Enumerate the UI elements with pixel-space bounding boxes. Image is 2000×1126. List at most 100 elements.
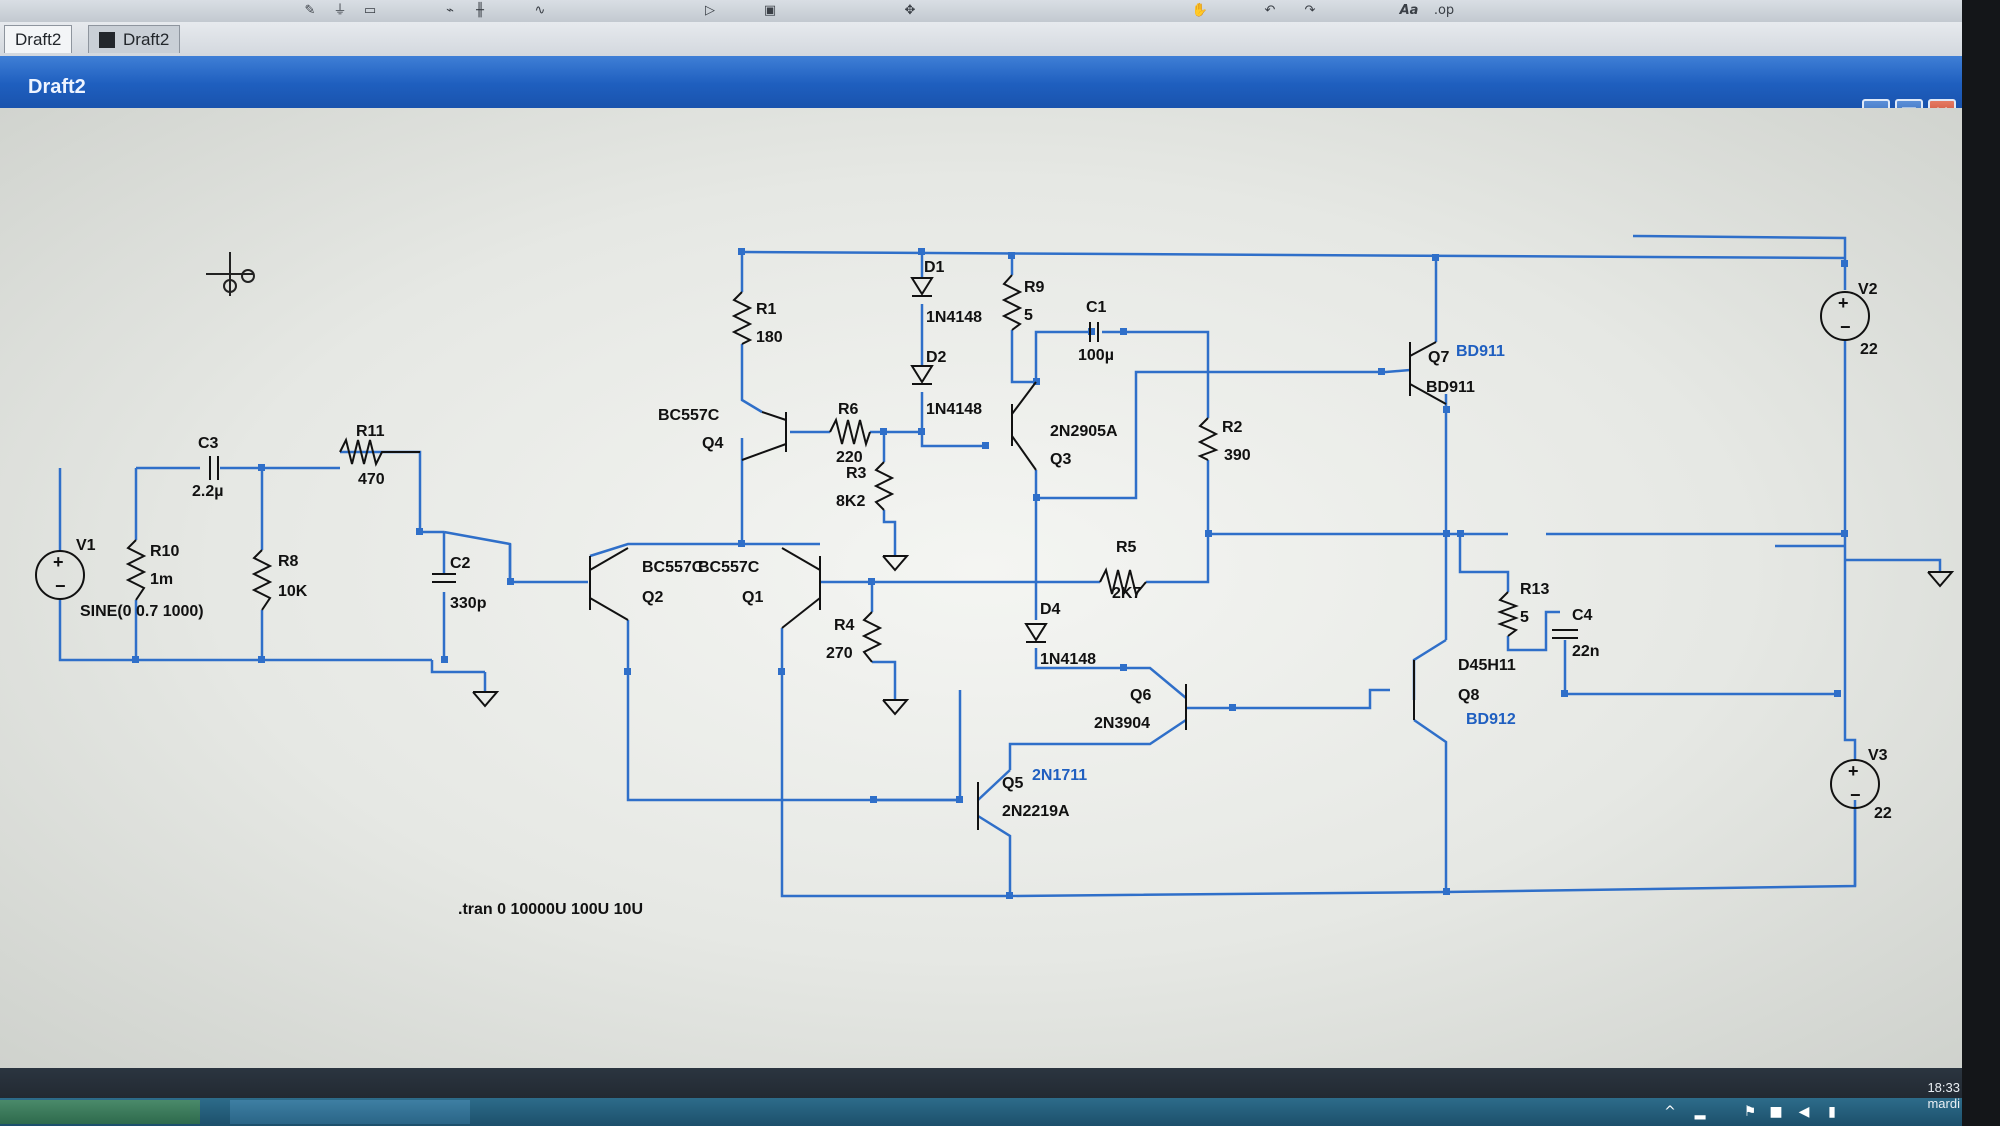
components — [35, 274, 1955, 830]
schematic-doc-icon — [99, 32, 115, 48]
Q1-label: Q1 — [742, 589, 763, 606]
V1-symbol — [35, 550, 85, 600]
schematic-canvas[interactable]: +− +− +− V1 SINE(0 0.7 1000) R10 1m C3 2… — [0, 108, 1962, 1068]
Q4-model: BC557C — [658, 407, 720, 424]
clock-time: 18:33 — [1927, 1080, 1960, 1095]
Q5-model: 2N2219A — [1002, 803, 1070, 820]
redo-icon[interactable]: ↷ — [1304, 3, 1316, 18]
R11-value: 470 — [358, 471, 385, 488]
R2-symbol — [1197, 417, 1219, 461]
V3-value: 22 — [1874, 805, 1892, 822]
label-icon[interactable]: ▭ — [363, 3, 377, 18]
R5-symbol — [1099, 567, 1147, 597]
C4-value: 22n — [1572, 643, 1600, 660]
taskbar: ^ ▂ ⚑ ■ ◀ ▮ 18:33 mardi — [0, 1080, 2000, 1126]
R10-value: 1m — [150, 571, 173, 588]
R13-symbol — [1497, 591, 1519, 637]
V3-symbol — [1830, 759, 1880, 809]
C4-label: C4 — [1572, 607, 1593, 624]
Q1-model: BC557C — [698, 559, 760, 576]
capacitor-icon[interactable]: ╫ — [476, 3, 484, 18]
R5-value: 2K7 — [1112, 585, 1141, 602]
diode-icon[interactable]: ▷ — [705, 3, 715, 18]
R9-label: R9 — [1024, 279, 1045, 296]
resistor-icon[interactable]: ⌁ — [446, 3, 454, 18]
R3-label: R3 — [846, 465, 867, 482]
D4-value: 1N4148 — [1040, 651, 1096, 668]
Q8-note: BD912 — [1466, 711, 1516, 728]
wires — [58, 234, 1942, 898]
R11-symbol — [339, 437, 420, 467]
inductor-icon[interactable]: ∿ — [534, 3, 546, 18]
component-icon[interactable]: ▣ — [763, 3, 777, 18]
D4-symbol — [1024, 623, 1048, 642]
chevron-up-icon[interactable]: ^ — [1664, 1104, 1676, 1120]
clock[interactable]: 18:33 mardi — [1927, 1080, 1960, 1112]
R4-value: 270 — [826, 645, 853, 662]
R4-symbol — [861, 611, 883, 663]
svg-text:+: + — [1838, 293, 1849, 313]
C1-label: C1 — [1086, 299, 1107, 316]
tab-label: Draft2 — [123, 30, 170, 49]
network-icon[interactable]: ▂ — [1694, 1104, 1706, 1120]
clock-day: mardi — [1927, 1096, 1960, 1111]
Q4-label: Q4 — [702, 435, 723, 452]
drag-icon[interactable]: ✋ — [1191, 3, 1209, 18]
D2-value: 1N4148 — [926, 401, 982, 418]
scissors-cursor-icon — [206, 252, 255, 296]
antivirus-icon[interactable]: ■ — [1769, 1104, 1783, 1120]
tab-label: Draft2 — [15, 30, 62, 49]
V1-value: SINE(0 0.7 1000) — [80, 603, 204, 620]
Q2-model: BC557C — [642, 559, 704, 576]
taskbar-app-item[interactable] — [0, 1100, 200, 1124]
D1-label: D1 — [924, 259, 945, 276]
D1-value: 1N4148 — [926, 309, 982, 326]
D1-symbol — [910, 277, 934, 296]
V3-label: V3 — [1868, 747, 1888, 764]
spice-directive: .tran 0 10000U 100U 10U — [458, 901, 643, 918]
tab-bar: Draft2 Draft2 — [0, 22, 1975, 57]
C1-value: 100µ — [1078, 347, 1114, 364]
R4-label: R4 — [834, 617, 855, 634]
R1-label: R1 — [756, 301, 777, 318]
taskbar-ltspice-item[interactable] — [230, 1100, 470, 1124]
V1-label: V1 — [76, 537, 96, 554]
tab-draft2[interactable]: Draft2 — [88, 25, 181, 53]
C3-value: 2.2µ — [192, 483, 223, 500]
svg-text:−: − — [55, 576, 66, 596]
C2-value: 330p — [450, 595, 487, 612]
volume-icon[interactable]: ◀ — [1798, 1104, 1810, 1120]
text-icon[interactable]: Aa — [1399, 3, 1419, 18]
model-notes: 2N1711 BD911 BD912 — [1032, 343, 1516, 784]
Q7-model: BD911 — [1426, 379, 1475, 396]
D2-label: D2 — [926, 349, 947, 366]
Q7-note: BD911 — [1456, 343, 1505, 360]
Q5-label: Q5 — [1002, 775, 1023, 792]
R1-value: 180 — [756, 329, 783, 346]
tab-draft2-active[interactable]: Draft2 — [4, 25, 73, 53]
undo-icon[interactable]: ↶ — [1264, 3, 1276, 18]
R6-symbol — [829, 417, 871, 448]
Q7-label: Q7 — [1428, 349, 1449, 366]
R9-symbol — [1001, 274, 1023, 331]
R10-symbol — [125, 539, 147, 601]
power-icon[interactable]: ▮ — [1828, 1104, 1836, 1120]
R8-value: 10K — [278, 583, 308, 600]
Q5-note: 2N1711 — [1032, 767, 1087, 784]
R11-label: R11 — [356, 423, 385, 440]
Q2-label: Q2 — [642, 589, 663, 606]
C3-label: C3 — [198, 435, 219, 452]
Q6-model: 2N3904 — [1094, 715, 1150, 732]
component-labels: V1 SINE(0 0.7 1000) R10 1m C3 2.2µ R8 10… — [76, 259, 1892, 918]
ground-icon[interactable]: ⏚ — [333, 3, 347, 18]
flag-icon[interactable]: ⚑ — [1743, 1104, 1757, 1120]
D4-label: D4 — [1040, 601, 1061, 618]
R13-value: 5 — [1520, 609, 1529, 626]
spice-directive-icon[interactable]: .op — [1433, 3, 1455, 18]
R2-label: R2 — [1222, 419, 1243, 436]
move-icon[interactable]: ✥ — [904, 3, 916, 18]
D2-symbol — [910, 365, 934, 384]
R13-label: R13 — [1520, 581, 1549, 598]
screen-edge — [1962, 0, 2000, 1126]
draw-wire-icon[interactable]: ✎ — [304, 3, 316, 18]
